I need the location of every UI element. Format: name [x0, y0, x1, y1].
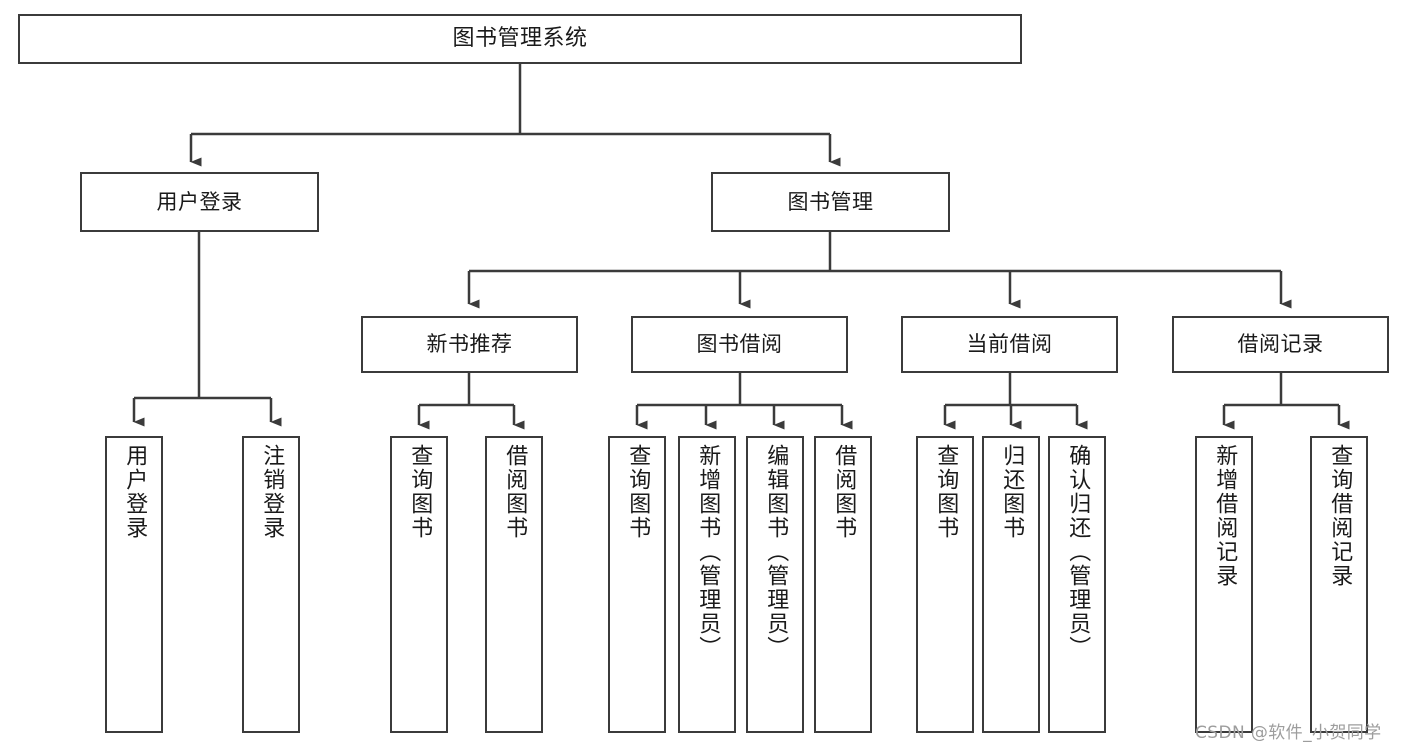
- node-label: 借阅图书: [502, 444, 528, 540]
- node-new-book-recommend[interactable]: 新书推荐: [361, 316, 578, 373]
- leaf-user-login-signout[interactable]: 注销登录: [242, 436, 300, 733]
- node-label: 查询图书: [625, 444, 651, 540]
- node-book-management[interactable]: 图书管理: [711, 172, 950, 232]
- node-label: 用户登录: [122, 444, 148, 540]
- node-label: 图书管理: [787, 189, 874, 214]
- node-label: 图书管理系统: [452, 26, 588, 52]
- leaf-current-borrow-return[interactable]: 归还图书: [982, 436, 1040, 733]
- node-label: 借阅图书: [831, 444, 857, 540]
- leaf-book-borrow-edit[interactable]: 编辑图书（管理员）: [746, 436, 804, 733]
- leaf-borrow-record-query[interactable]: 查询借阅记录: [1310, 436, 1368, 733]
- node-label: 用户登录: [156, 189, 243, 214]
- leaf-book-borrow-query[interactable]: 查询图书: [608, 436, 666, 733]
- leaf-current-borrow-confirm-return[interactable]: 确认归还（管理员）: [1048, 436, 1106, 733]
- leaf-borrow-record-add[interactable]: 新增借阅记录: [1195, 436, 1253, 733]
- leaf-user-login-signin[interactable]: 用户登录: [105, 436, 163, 733]
- node-label: 当前借阅: [966, 332, 1053, 357]
- node-label: 查询图书: [933, 444, 959, 540]
- node-label: 查询图书: [407, 444, 433, 540]
- node-label: 图书借阅: [696, 332, 783, 357]
- node-label: 查询借阅记录: [1327, 444, 1353, 588]
- node-book-borrow[interactable]: 图书借阅: [631, 316, 848, 373]
- node-label: 注销登录: [259, 444, 285, 540]
- node-label: 新增借阅记录: [1212, 444, 1238, 588]
- leaf-book-borrow-lend[interactable]: 借阅图书: [814, 436, 872, 733]
- node-label: 新增图书（管理员）: [695, 444, 721, 660]
- leaf-book-borrow-add[interactable]: 新增图书（管理员）: [678, 436, 736, 733]
- leaf-current-borrow-query[interactable]: 查询图书: [916, 436, 974, 733]
- node-label: 编辑图书（管理员）: [763, 444, 789, 660]
- node-label: 借阅记录: [1237, 332, 1324, 357]
- csdn-watermark: CSDN @软件_小贺同学: [1195, 723, 1382, 743]
- node-root-system[interactable]: 图书管理系统: [18, 14, 1022, 64]
- node-current-borrow[interactable]: 当前借阅: [901, 316, 1118, 373]
- node-user-login[interactable]: 用户登录: [80, 172, 319, 232]
- node-borrow-record[interactable]: 借阅记录: [1172, 316, 1389, 373]
- leaf-new-book-query[interactable]: 查询图书: [390, 436, 448, 733]
- node-label: 新书推荐: [426, 332, 513, 357]
- node-label: 归还图书: [999, 444, 1025, 540]
- node-label: 确认归还（管理员）: [1065, 444, 1091, 660]
- leaf-new-book-borrow[interactable]: 借阅图书: [485, 436, 543, 733]
